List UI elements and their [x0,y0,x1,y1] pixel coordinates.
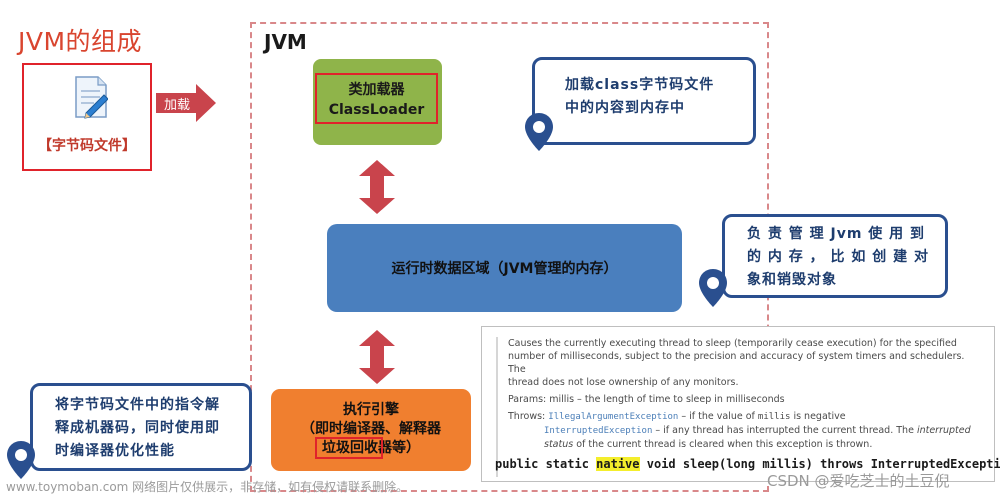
engine-line3-rest: 等） [392,440,420,456]
callout-line: 负 责 管 理 Jvm 使 用 到 [747,226,926,242]
callout-engine: 将字节码文件中的指令解 释成机器码，同时使用即 时编译器优化性能 [30,383,252,471]
load-arrow-label: 加载 [164,98,191,113]
location-pin-icon [525,113,553,151]
signature-suffix: void sleep(long millis) throws Interrupt… [639,457,1000,471]
javadoc-content: Causes the currently executing thread to… [496,337,976,477]
callout-engine-text: 将字节码文件中的指令解 释成机器码，同时使用即 时编译器优化性能 [55,394,220,463]
jvm-label: JVM [264,30,307,54]
throws-text: of the current thread is cleared when th… [573,439,873,450]
engine-line3-gc: 垃圾回收器 [322,440,392,456]
signature-prefix: public static [495,457,597,471]
callout-line: 释成机器码，同时使用即 [55,420,220,436]
bytecode-file-label: 【字节码文件】 [38,138,136,154]
exception-link[interactable]: InterruptedException [544,426,653,436]
csdn-watermark: CSDN @爱吃芝士的土豆倪 [767,472,950,490]
location-pin-icon [699,269,727,307]
engine-line2: （即时编译器、解释器 [301,421,441,437]
callout-line: 的 内 存 ， 比 如 创 建 对 [747,249,929,265]
throws-text: – if the value of [678,411,758,422]
diagram-title: JVM的组成 [18,27,143,56]
classloader-line1: 类加载器 [348,82,405,98]
javadoc-desc-line: thread does not lose ownership of any mo… [508,377,739,388]
source-watermark: www.toymoban.com 网络图片仅供展示，非存储，如有侵权请联系删除。 [6,480,409,494]
classloader-label: 类加载器 ClassLoader [315,80,438,120]
garbage-collector-highlight [315,437,383,459]
callout-line: 中的内容到内存中 [565,100,685,116]
callout-line: 加载class字节码文件 [565,77,715,93]
load-arrow-icon [156,84,216,122]
throws-text: – if any thread has interrupted the curr… [652,425,917,436]
javadoc-params: Params: millis – the length of time to s… [508,394,785,405]
document-pencil-icon [75,76,108,119]
javadoc-desc-line: number of milliseconds, subject to the p… [508,351,965,375]
engine-line1: 执行引擎 [343,402,399,418]
param-code: millis [757,412,791,422]
callout-line: 时编译器优化性能 [55,443,175,459]
exception-link[interactable]: IllegalArgumentException [548,412,679,422]
location-pin-icon [7,441,35,479]
throws-text: is negative [790,411,846,422]
execution-engine-label: 执行引擎 （即时编译器、解释器 垃圾回收器等） [271,401,471,458]
throws-italic: interrupted [916,425,971,436]
double-arrow-icon [359,330,395,384]
throws-italic: status [544,439,574,450]
javadoc-desc-line: Causes the currently executing thread to… [508,338,957,349]
javadoc-throws-line3: status of the current thread is cleared … [508,438,976,451]
engine-line3: 垃圾回收器等） [271,439,471,458]
double-arrow-icon [359,160,395,214]
classloader-highlight [315,73,438,124]
native-keyword-highlight: native [596,457,640,471]
callout-classloader: 加载class字节码文件 中的内容到内存中 [532,57,756,145]
throws-label: Throws: [508,411,546,422]
runtime-data-area-box [327,224,682,312]
method-signature: public static native void sleep(long mil… [495,457,1000,471]
callout-runtime-text: 负 责 管 理 Jvm 使 用 到 的 内 存 ， 比 如 创 建 对 象和销毁… [747,223,929,292]
callout-line: 象和销毁对象 [747,272,837,288]
callout-runtime: 负 责 管 理 Jvm 使 用 到 的 内 存 ， 比 如 创 建 对 象和销毁… [722,214,948,298]
javadoc-panel: Causes the currently executing thread to… [481,326,995,482]
javadoc-throws-line2: InterruptedException – if any thread has… [508,424,976,438]
runtime-data-area-label: 运行时数据区域（JVM管理的内存） [391,261,618,277]
callout-classloader-text: 加载class字节码文件 中的内容到内存中 [565,74,714,120]
javadoc-throws-line1: Throws: IllegalArgumentException – if th… [508,410,976,424]
classloader-line2: ClassLoader [328,102,425,118]
callout-line: 将字节码文件中的指令解 [55,397,220,413]
bytecode-file-box: 【字节码文件】 [22,63,152,171]
